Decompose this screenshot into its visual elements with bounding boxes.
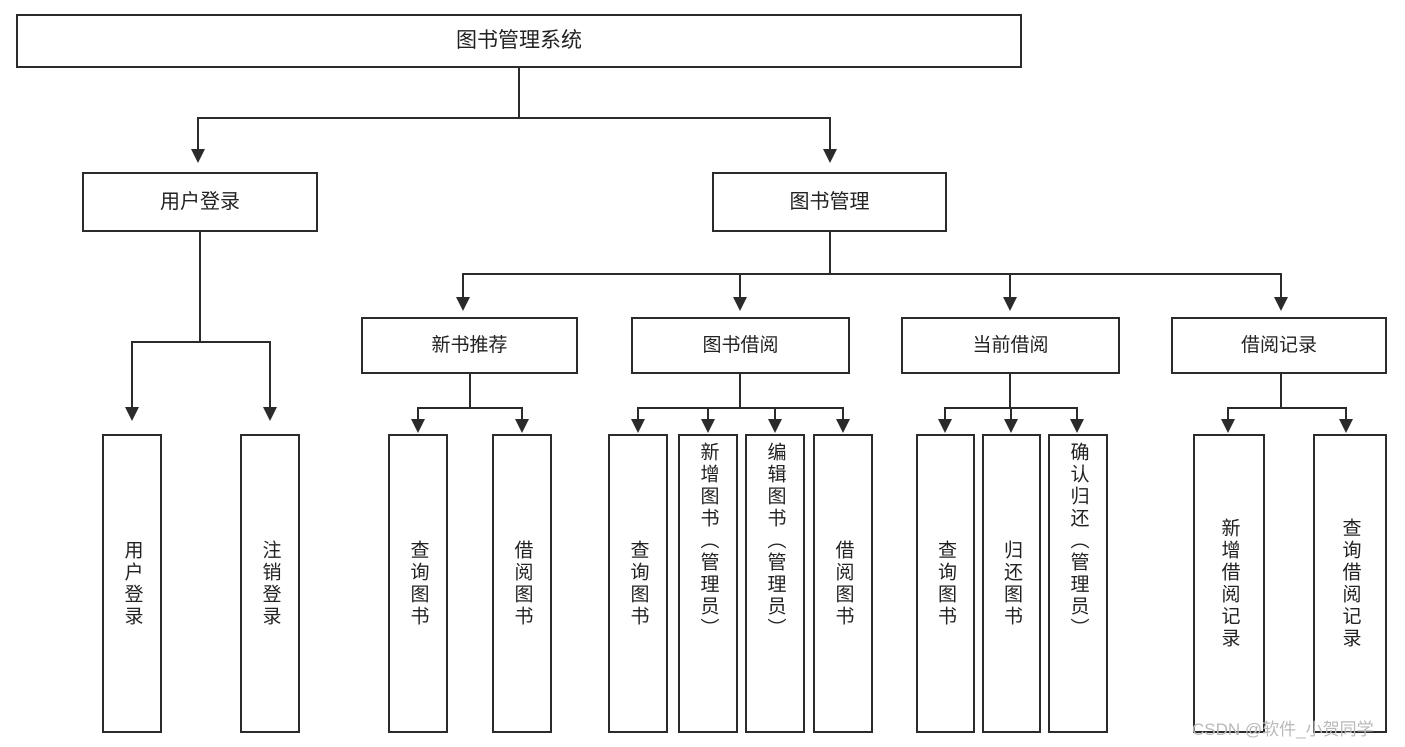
node-current-borrow-label: 当前借阅 bbox=[972, 334, 1049, 356]
node-book-borrow[interactable]: 图书借阅 bbox=[631, 317, 850, 374]
leaf-book-borrow-query[interactable]: 查询图书 bbox=[608, 434, 668, 733]
leaf-current-borrow-confirm[interactable]: 确认归还（管理员） bbox=[1048, 434, 1108, 733]
arrowhead-root-to-user-login bbox=[191, 149, 205, 163]
connector-user-login-to-leaf-1 bbox=[131, 341, 133, 409]
leaf-book-borrow-edit[interactable]: 编辑图书（管理员） bbox=[745, 434, 805, 733]
node-book-management[interactable]: 图书管理 bbox=[712, 172, 947, 232]
connector-root-stem bbox=[518, 68, 520, 118]
connector-book-borrow-leaf-1 bbox=[637, 407, 639, 421]
connector-book-mgmt-to-record bbox=[1280, 273, 1282, 299]
connector-borrow-record-stem bbox=[1280, 374, 1282, 408]
connector-book-borrow-leaf-2 bbox=[707, 407, 709, 421]
leaf-book-borrow-borrow-label: 借阅图书 bbox=[832, 539, 854, 628]
connector-borrow-record-leaf-1 bbox=[1227, 407, 1229, 421]
arrowhead-new-book-leaf-1 bbox=[411, 419, 425, 433]
connector-current-borrow-leaf-3 bbox=[1076, 407, 1078, 421]
connector-book-borrow-leaf-4 bbox=[842, 407, 844, 421]
leaf-book-borrow-add-label: 新增图书（管理员） bbox=[697, 442, 719, 640]
arrowhead-borrow-record-leaf-2 bbox=[1339, 419, 1353, 433]
connector-current-borrow-stem bbox=[1009, 374, 1011, 408]
leaf-current-borrow-return[interactable]: 归还图书 bbox=[982, 434, 1041, 733]
arrowhead-current-borrow-leaf-1 bbox=[938, 419, 952, 433]
leaf-borrow-record-query-label: 查询借阅记录 bbox=[1339, 517, 1361, 650]
arrowhead-current-borrow-leaf-3 bbox=[1070, 419, 1084, 433]
arrowhead-book-borrow-leaf-4 bbox=[836, 419, 850, 433]
arrowhead-book-borrow-leaf-3 bbox=[768, 419, 782, 433]
connector-root-bus bbox=[197, 117, 831, 119]
connector-new-book-leaf-1 bbox=[417, 407, 419, 421]
leaf-book-borrow-borrow[interactable]: 借阅图书 bbox=[813, 434, 873, 733]
leaf-user-login-logout-label: 注销登录 bbox=[259, 539, 281, 628]
connector-user-login-to-leaf-2 bbox=[269, 341, 271, 409]
connector-book-mgmt-stem bbox=[829, 232, 831, 274]
node-new-book-recommend-label: 新书推荐 bbox=[431, 334, 508, 356]
arrowhead-book-borrow-leaf-2 bbox=[701, 419, 715, 433]
connector-new-book-leaf-2 bbox=[521, 407, 523, 421]
leaf-borrow-record-add-label: 新增借阅记录 bbox=[1218, 517, 1240, 650]
arrowhead-book-borrow-leaf-1 bbox=[631, 419, 645, 433]
leaf-borrow-record-add[interactable]: 新增借阅记录 bbox=[1193, 434, 1265, 733]
arrowhead-new-book-leaf-2 bbox=[515, 419, 529, 433]
arrowhead-user-login-leaf-2 bbox=[263, 407, 277, 421]
leaf-new-book-borrow[interactable]: 借阅图书 bbox=[492, 434, 552, 733]
node-book-borrow-label: 图书借阅 bbox=[702, 334, 779, 356]
leaf-current-borrow-query-label: 查询图书 bbox=[935, 539, 956, 628]
connector-book-borrow-leaf-3 bbox=[774, 407, 776, 421]
connector-user-login-stem bbox=[199, 232, 201, 342]
arrowhead-root-to-book-mgmt bbox=[823, 149, 837, 163]
connector-book-mgmt-to-new-book bbox=[462, 273, 464, 299]
leaf-current-borrow-query[interactable]: 查询图书 bbox=[916, 434, 975, 733]
leaf-book-borrow-query-label: 查询图书 bbox=[627, 539, 649, 628]
node-borrow-record[interactable]: 借阅记录 bbox=[1171, 317, 1387, 374]
arrowhead-user-login-leaf-1 bbox=[125, 407, 139, 421]
connector-new-book-stem bbox=[469, 374, 471, 408]
connector-book-borrow-bus bbox=[637, 407, 844, 409]
leaf-current-borrow-confirm-label: 确认归还（管理员） bbox=[1067, 442, 1089, 640]
connector-user-login-bus bbox=[131, 341, 271, 343]
arrowhead-current-borrow-leaf-2 bbox=[1004, 419, 1018, 433]
arrowhead-book-mgmt-new-book bbox=[456, 297, 470, 311]
connector-new-book-bus bbox=[417, 407, 523, 409]
leaf-book-borrow-edit-label: 编辑图书（管理员） bbox=[764, 442, 786, 640]
node-new-book-recommend[interactable]: 新书推荐 bbox=[361, 317, 578, 374]
leaf-new-book-query-label: 查询图书 bbox=[407, 539, 429, 628]
node-user-login-label: 用户登录 bbox=[160, 190, 240, 213]
connector-current-borrow-leaf-1 bbox=[944, 407, 946, 421]
arrowhead-book-mgmt-borrow bbox=[733, 297, 747, 311]
connector-root-to-user-login bbox=[197, 117, 199, 151]
node-root-system[interactable]: 图书管理系统 bbox=[16, 14, 1022, 68]
connector-book-mgmt-to-borrow bbox=[739, 273, 741, 299]
node-borrow-record-label: 借阅记录 bbox=[1240, 334, 1317, 356]
connector-current-borrow-leaf-2 bbox=[1010, 407, 1012, 421]
leaf-user-login-logout[interactable]: 注销登录 bbox=[240, 434, 300, 733]
leaf-new-book-query[interactable]: 查询图书 bbox=[388, 434, 448, 733]
connector-borrow-record-bus bbox=[1227, 407, 1347, 409]
connector-borrow-record-leaf-2 bbox=[1345, 407, 1347, 421]
leaf-borrow-record-query[interactable]: 查询借阅记录 bbox=[1313, 434, 1387, 733]
leaf-current-borrow-return-label: 归还图书 bbox=[1001, 539, 1022, 628]
connector-root-to-book-mgmt bbox=[829, 117, 831, 151]
connector-book-mgmt-bus bbox=[462, 273, 1282, 275]
leaf-book-borrow-add[interactable]: 新增图书（管理员） bbox=[678, 434, 738, 733]
node-book-management-label: 图书管理 bbox=[789, 190, 870, 213]
arrowhead-book-mgmt-current bbox=[1003, 297, 1017, 311]
arrowhead-borrow-record-leaf-1 bbox=[1221, 419, 1235, 433]
leaf-user-login-login-label: 用户登录 bbox=[121, 539, 143, 628]
arrowhead-book-mgmt-record bbox=[1274, 297, 1288, 311]
node-root-system-label: 图书管理系统 bbox=[456, 28, 582, 52]
leaf-new-book-borrow-label: 借阅图书 bbox=[511, 539, 533, 628]
connector-book-mgmt-to-current bbox=[1009, 273, 1011, 299]
node-user-login[interactable]: 用户登录 bbox=[82, 172, 318, 232]
leaf-user-login-login[interactable]: 用户登录 bbox=[102, 434, 162, 733]
node-current-borrow[interactable]: 当前借阅 bbox=[901, 317, 1120, 374]
connector-book-borrow-stem bbox=[739, 374, 741, 408]
